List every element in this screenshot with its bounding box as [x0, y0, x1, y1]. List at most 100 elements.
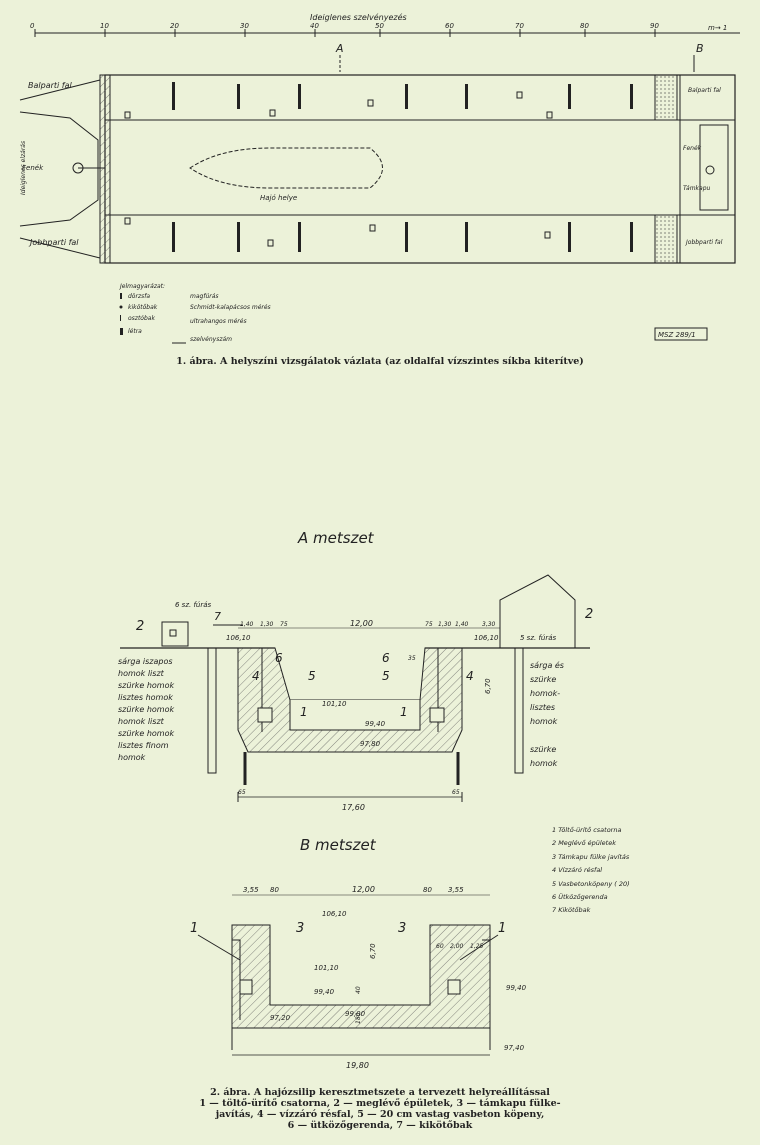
- b-dim-40: 40: [355, 986, 362, 994]
- soil-label: szürke homok: [118, 705, 174, 714]
- level-106-right: 106,10: [474, 634, 499, 642]
- legend-line: 2 Meglévő épületek: [552, 838, 616, 847]
- side-dim-left: 65: [238, 789, 246, 796]
- b-level-99-00: 99,00: [345, 1010, 366, 1018]
- b-level-106: 106,10: [322, 910, 347, 918]
- legend-item: magfúrás: [190, 293, 219, 300]
- label-4-right: 4: [466, 669, 474, 683]
- boring-5-label: 5 sz. fúrás: [520, 634, 557, 642]
- legend-line: 1 Töltő-ürítő csatorna: [552, 825, 621, 834]
- b-dim-top: 3,55: [448, 886, 464, 894]
- caption-line-3: javítás, 4 — vízzáró résfal, 5 — 20 cm v…: [215, 1109, 545, 1120]
- figure-2-caption: 2. ábra. A hajózsilip keresztmetszete a …: [100, 1087, 660, 1131]
- tick-label: 70: [515, 22, 524, 30]
- b-dim-200: 2,00: [450, 943, 464, 950]
- b-label-1-left: 1: [190, 921, 198, 936]
- b-level-right2: 97,40: [504, 1044, 525, 1052]
- b-level-99-40: 99,40: [314, 988, 335, 996]
- label-6-right: 6: [382, 651, 390, 665]
- level-106-left: 106,10: [226, 634, 251, 642]
- tick-label: 90: [650, 22, 659, 30]
- section-a-top: A: [335, 42, 344, 55]
- left-wall-label: Balparti fal: [28, 81, 73, 90]
- dim-top: 1,40: [240, 621, 254, 628]
- b-level-97-20: 97,20: [270, 1014, 291, 1022]
- boring-6-label: 6 sz. fúrás: [175, 601, 212, 609]
- dim-top: 3,30: [482, 621, 496, 628]
- floor-label: Fenék: [22, 164, 44, 172]
- scale-ticks: 0 10 20 30 40 50 60 70 80 90 m→ 1: [30, 22, 727, 37]
- section-a-drawing: A metszet 2 6 sz. fúrás 7 2 5 sz. fúrás …: [118, 529, 593, 812]
- legend-line: 3 Támkapu fülke javítás: [552, 853, 630, 861]
- width-17-60: 17,60: [342, 803, 365, 812]
- legend-line: 6 Ütközőgerenda: [552, 892, 608, 901]
- label-6-left: 6: [275, 651, 283, 665]
- b-dim-180: 180: [355, 1012, 362, 1024]
- dim-top: 1,30: [260, 621, 274, 628]
- temporary-closure-label: Ideiglenes elzárás: [20, 141, 27, 195]
- figure-1-caption: 1. ábra. A helyszíni vizsgálatok vázlata…: [176, 356, 584, 367]
- soil-column-right: sárga és szürke homok- lisztes homok szü…: [530, 660, 564, 768]
- caption-line-4: 6 — ütközőgerenda, 7 — kikötőbak: [287, 1120, 473, 1131]
- section-b-top: B: [696, 42, 704, 55]
- label-4-left: 4: [252, 669, 260, 683]
- label-5-right: 5: [382, 669, 390, 683]
- dim-top: 12,00: [350, 619, 373, 628]
- soil-label: homok: [530, 717, 558, 726]
- b-level-101: 101,10: [314, 964, 339, 972]
- dim-top: 75: [425, 621, 433, 628]
- label-1-left: 1: [300, 705, 308, 719]
- tick-label: 40: [310, 22, 319, 30]
- soil-label: lisztes finom: [118, 741, 169, 750]
- soil-label: szürke homok: [118, 681, 174, 690]
- legend-item: ultrahangos mérés: [190, 318, 247, 325]
- b-dim-top: 80: [270, 886, 279, 894]
- legend-item: osztóbak: [128, 315, 155, 322]
- tick-label: 50: [375, 22, 384, 30]
- legend-line: 5 Vasbetonköpeny ( 20): [552, 880, 630, 888]
- b-level-right: 99,40: [506, 984, 527, 992]
- b-width: 19,80: [346, 1061, 369, 1070]
- drawing-stamp: MSZ 289/1: [658, 331, 696, 339]
- soil-label: lisztes: [530, 703, 555, 712]
- label-2-right: 2: [585, 607, 593, 622]
- legend-item: szelvényszám: [190, 336, 232, 343]
- label-5-left: 5: [308, 669, 316, 683]
- legend-title: Jelmagyarázat:: [119, 283, 165, 290]
- legend-item: létra: [128, 328, 142, 335]
- level-99: 99,40: [365, 720, 386, 728]
- legend-line: 7 Kikötőbak: [552, 905, 591, 914]
- dim-top: 1,30: [438, 621, 452, 628]
- section-legend: 1 Töltő-ürítő csatorna 2 Meglévő épülete…: [552, 825, 630, 914]
- b-dim-60: 60: [436, 943, 444, 950]
- tick-label: 0: [30, 22, 35, 30]
- scale-title: Ideiglenes szelvényezés: [310, 12, 407, 22]
- b-dim-top: 3,55: [243, 886, 259, 894]
- soil-label: szürke: [530, 675, 556, 684]
- figure-1-plan: Ideiglenes szelvényezés 0 10 20 30 40 50…: [19, 12, 740, 344]
- label-7: 7: [214, 610, 221, 623]
- measure-marks: [124, 91, 553, 247]
- soil-label: homok-: [530, 689, 560, 698]
- right-bottom-label: Jobbparti fal: [685, 239, 723, 246]
- right-wall-label: Jobbparti fal: [28, 238, 79, 247]
- b-label-3-right: 3: [398, 921, 406, 936]
- tick-label: 80: [580, 22, 589, 30]
- soil-column-left: sárga iszapos homok liszt szürke homok l…: [118, 657, 174, 762]
- soil-label: sárga és: [530, 660, 564, 670]
- tick-label: 20: [170, 22, 179, 30]
- soil-label: homok: [118, 753, 146, 762]
- soil-label: szürke: [530, 745, 556, 754]
- tick-label: 10: [100, 22, 109, 30]
- tick-label: 60: [445, 22, 454, 30]
- soil-label: homok liszt: [118, 717, 165, 726]
- section-b-title: B metszet: [300, 836, 377, 854]
- tick-label: m→ 1: [708, 24, 727, 32]
- label-1-right: 1: [400, 705, 408, 719]
- legend-item: dörzsfa: [128, 293, 150, 300]
- dim-35: 35: [408, 655, 416, 662]
- level-97: 97,80: [360, 740, 381, 748]
- b-dim-125: 1,25: [470, 943, 484, 950]
- legend-line: 4 Vízzáró résfal: [552, 866, 602, 874]
